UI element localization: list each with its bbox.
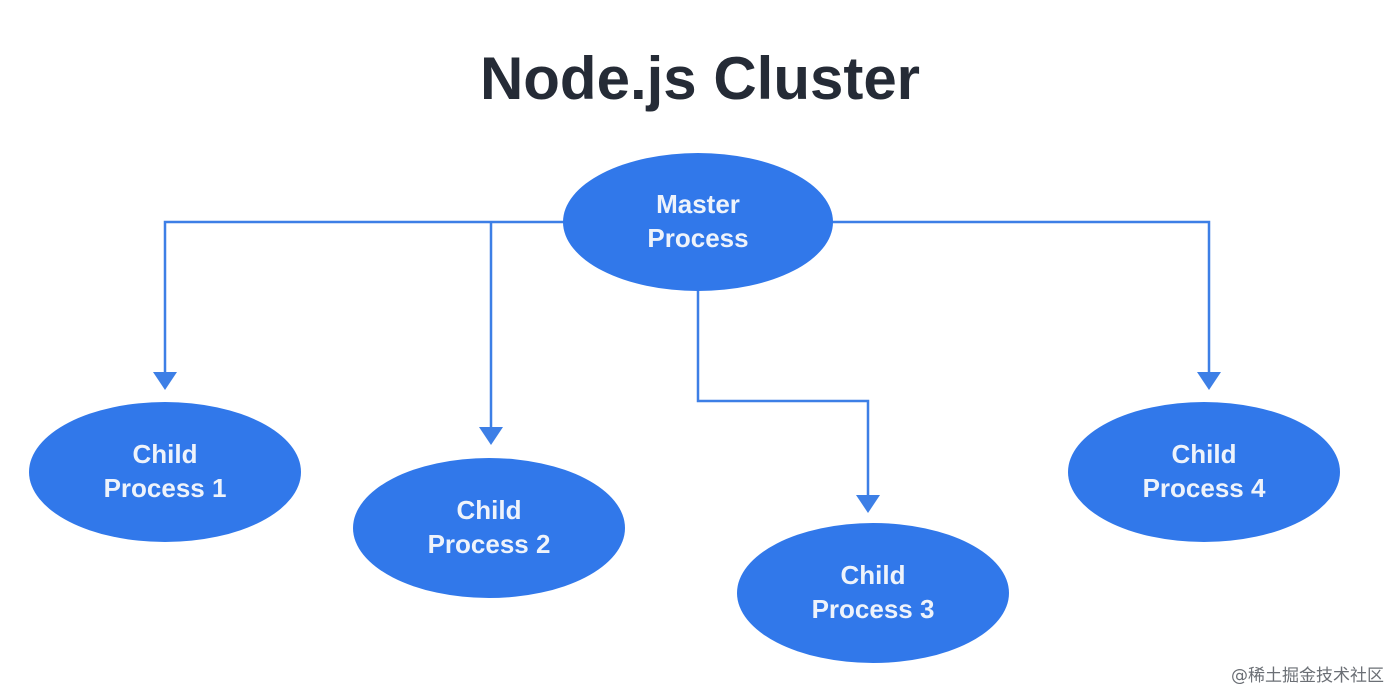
connectors	[163, 220, 1211, 497]
child-process-1-label-line2: Process 1	[104, 473, 227, 503]
master-process-label-line2: Process	[647, 223, 748, 253]
diagram-title: Node.js Cluster	[479, 45, 921, 112]
arrowhead-child2	[479, 427, 503, 445]
connector-master-child4	[832, 220, 1211, 374]
child-process-1-label-line1: Child	[133, 439, 198, 469]
arrowhead-child3	[856, 495, 880, 513]
arrowhead-child4	[1197, 372, 1221, 390]
child-process-4-label-line1: Child	[1172, 439, 1237, 469]
child-process-2-label-line2: Process 2	[428, 529, 551, 559]
child-process-4-node: Child Process 4	[1068, 402, 1340, 542]
arrowhead-child1	[153, 372, 177, 390]
connector-master-child1	[163, 220, 566, 374]
child-process-3-label-line2: Process 3	[812, 594, 935, 624]
master-process-node: Master Process	[563, 153, 833, 291]
child-process-3-label-line1: Child	[841, 560, 906, 590]
child-process-2-label-line1: Child	[457, 495, 522, 525]
watermark: @稀土掘金技术社区	[1231, 666, 1384, 686]
child-process-4-label-line2: Process 4	[1143, 473, 1266, 503]
connector-master-child3	[696, 290, 870, 497]
arrowheads	[153, 372, 1221, 513]
child-process-1-node: Child Process 1	[29, 402, 301, 542]
child-process-3-node: Child Process 3	[737, 523, 1009, 663]
child-process-2-node: Child Process 2	[353, 458, 625, 598]
master-process-label-line1: Master	[656, 189, 740, 219]
